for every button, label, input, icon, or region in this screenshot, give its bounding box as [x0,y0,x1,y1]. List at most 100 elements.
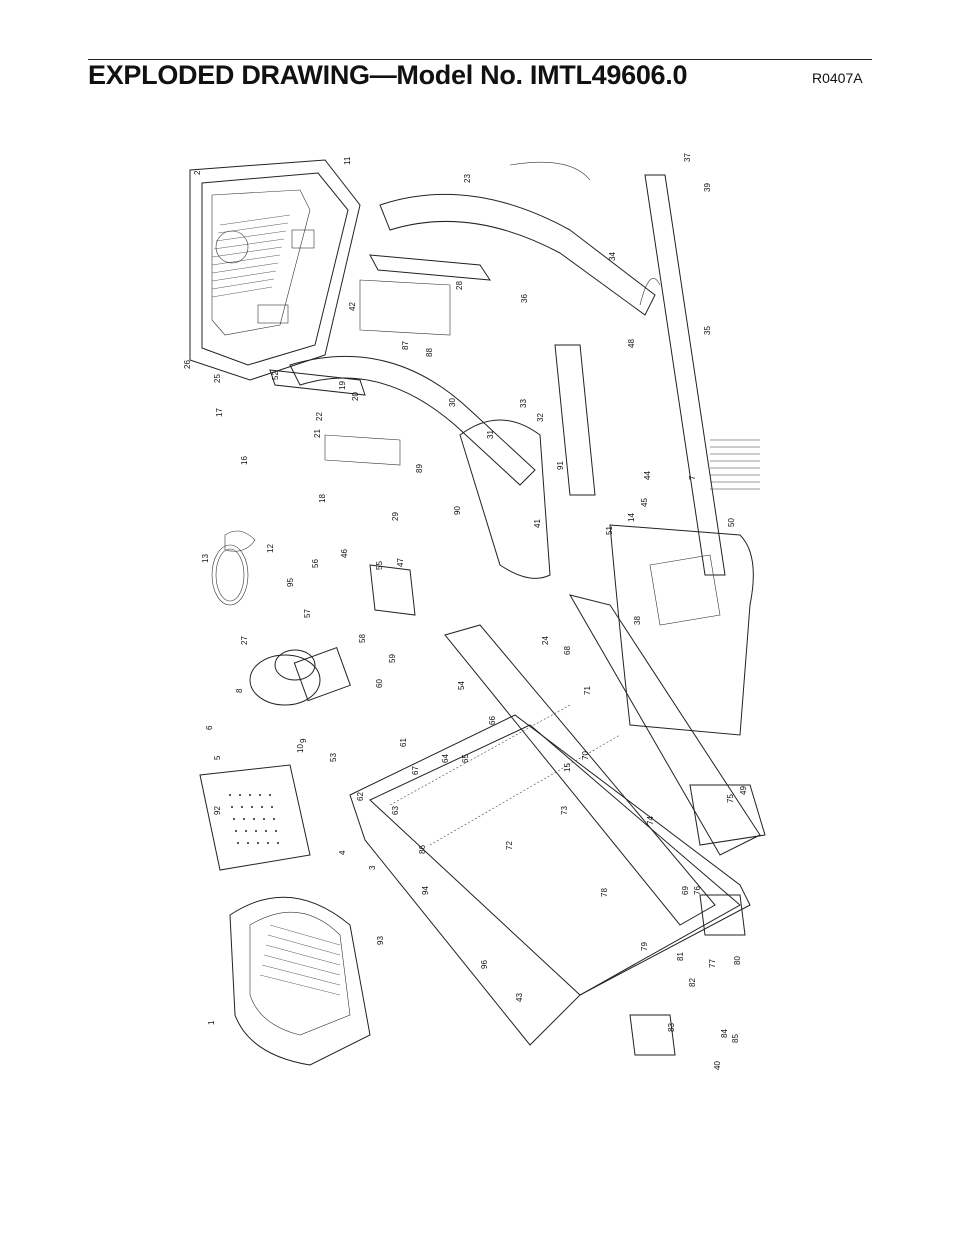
callout-66: 66 [488,716,497,725]
callout-52: 52 [271,371,280,380]
callout-10: 10 [296,744,305,753]
callout-30: 30 [448,398,457,407]
callout-71: 71 [583,686,592,695]
callout-15: 15 [563,763,572,772]
callout-47: 47 [396,558,405,567]
callout-42: 42 [348,302,357,311]
callout-68: 68 [563,646,572,655]
callout-16: 16 [240,456,249,465]
callout-60: 60 [375,679,384,688]
callout-19: 19 [338,381,347,390]
callout-13: 13 [201,554,210,563]
cables [211,161,661,606]
hood-cover [229,896,371,1066]
callout-58: 58 [358,634,367,643]
callout-1: 1 [207,1020,216,1025]
callout-12: 12 [266,544,275,553]
callout-32: 32 [536,413,545,422]
callout-22: 22 [315,412,324,421]
callout-36: 36 [520,294,529,303]
callout-14: 14 [627,513,636,522]
motor-assembly [224,530,416,706]
callout-74: 74 [646,816,655,825]
callout-94: 94 [421,886,430,895]
callout-67: 67 [411,766,420,775]
callout-28: 28 [455,281,464,290]
header-rule [88,59,872,60]
callout-4: 4 [338,850,347,855]
rear-base [629,784,766,1056]
callout-2: 2 [193,170,202,175]
callout-79: 79 [640,942,649,951]
callout-73: 73 [560,806,569,815]
callout-43: 43 [515,993,524,1002]
part-callouts: 1 2 3 4 5 6 7 8 9 10 11 12 13 14 15 16 1… [183,153,748,1070]
callout-29: 29 [391,512,400,521]
callout-69: 69 [681,886,690,895]
callout-55: 55 [375,561,384,570]
callout-8: 8 [235,688,244,693]
wire-bundle [710,439,760,490]
callout-65: 65 [461,754,470,763]
callout-70: 70 [581,751,590,760]
callout-5: 5 [213,755,222,760]
console-frame [189,159,361,381]
callout-45: 45 [640,498,649,507]
callout-49: 49 [739,786,748,795]
callout-72: 72 [505,841,514,850]
callout-61: 61 [399,738,408,747]
callout-40: 40 [713,1061,722,1070]
callout-64: 64 [441,754,450,763]
page-title: EXPLODED DRAWING—Model No. IMTL49606.0 [88,60,688,90]
callout-38: 38 [633,616,642,625]
callout-24: 24 [541,636,550,645]
callout-56: 56 [311,559,320,568]
callout-85: 85 [731,1034,740,1043]
callout-11: 11 [343,156,352,165]
callout-83: 83 [667,1023,676,1032]
walking-belt-frame [349,594,761,1046]
callout-51: 51 [605,526,614,535]
callout-37: 37 [683,153,692,162]
callout-90: 90 [453,506,462,515]
callout-39: 39 [703,183,712,192]
callout-6: 6 [205,725,214,730]
callout-48: 48 [627,339,636,348]
callout-81: 81 [676,952,685,961]
callout-31: 31 [486,430,495,439]
callout-26: 26 [183,360,192,369]
upright-frame [269,174,726,576]
callout-44: 44 [643,471,652,480]
callout-46: 46 [340,549,349,558]
callout-27: 27 [240,636,249,645]
callout-18: 18 [318,494,327,503]
callout-35: 35 [703,326,712,335]
callout-62: 62 [356,792,365,801]
callout-86: 86 [418,845,427,854]
callout-63: 63 [391,806,400,815]
motor-hood-plate [199,764,311,871]
callout-9: 9 [299,738,308,743]
callout-93: 93 [376,936,385,945]
drawing-code: R0407A [812,70,863,86]
callout-57: 57 [303,609,312,618]
callout-87: 87 [401,341,410,350]
callout-54: 54 [457,681,466,690]
callout-88: 88 [425,348,434,357]
callout-41: 41 [533,519,542,528]
callout-96: 96 [480,960,489,969]
callout-21: 21 [313,429,322,438]
callout-33: 33 [519,399,528,408]
callout-89: 89 [415,464,424,473]
callout-23: 23 [463,174,472,183]
callout-77: 77 [708,959,717,968]
callout-78: 78 [600,888,609,897]
callout-92: 92 [213,806,222,815]
callout-25: 25 [213,374,222,383]
callout-95: 95 [286,578,295,587]
callout-82: 82 [688,978,697,987]
callout-80: 80 [733,956,742,965]
callout-75: 75 [726,794,735,803]
callout-84: 84 [720,1029,729,1038]
callout-76: 76 [693,886,702,895]
